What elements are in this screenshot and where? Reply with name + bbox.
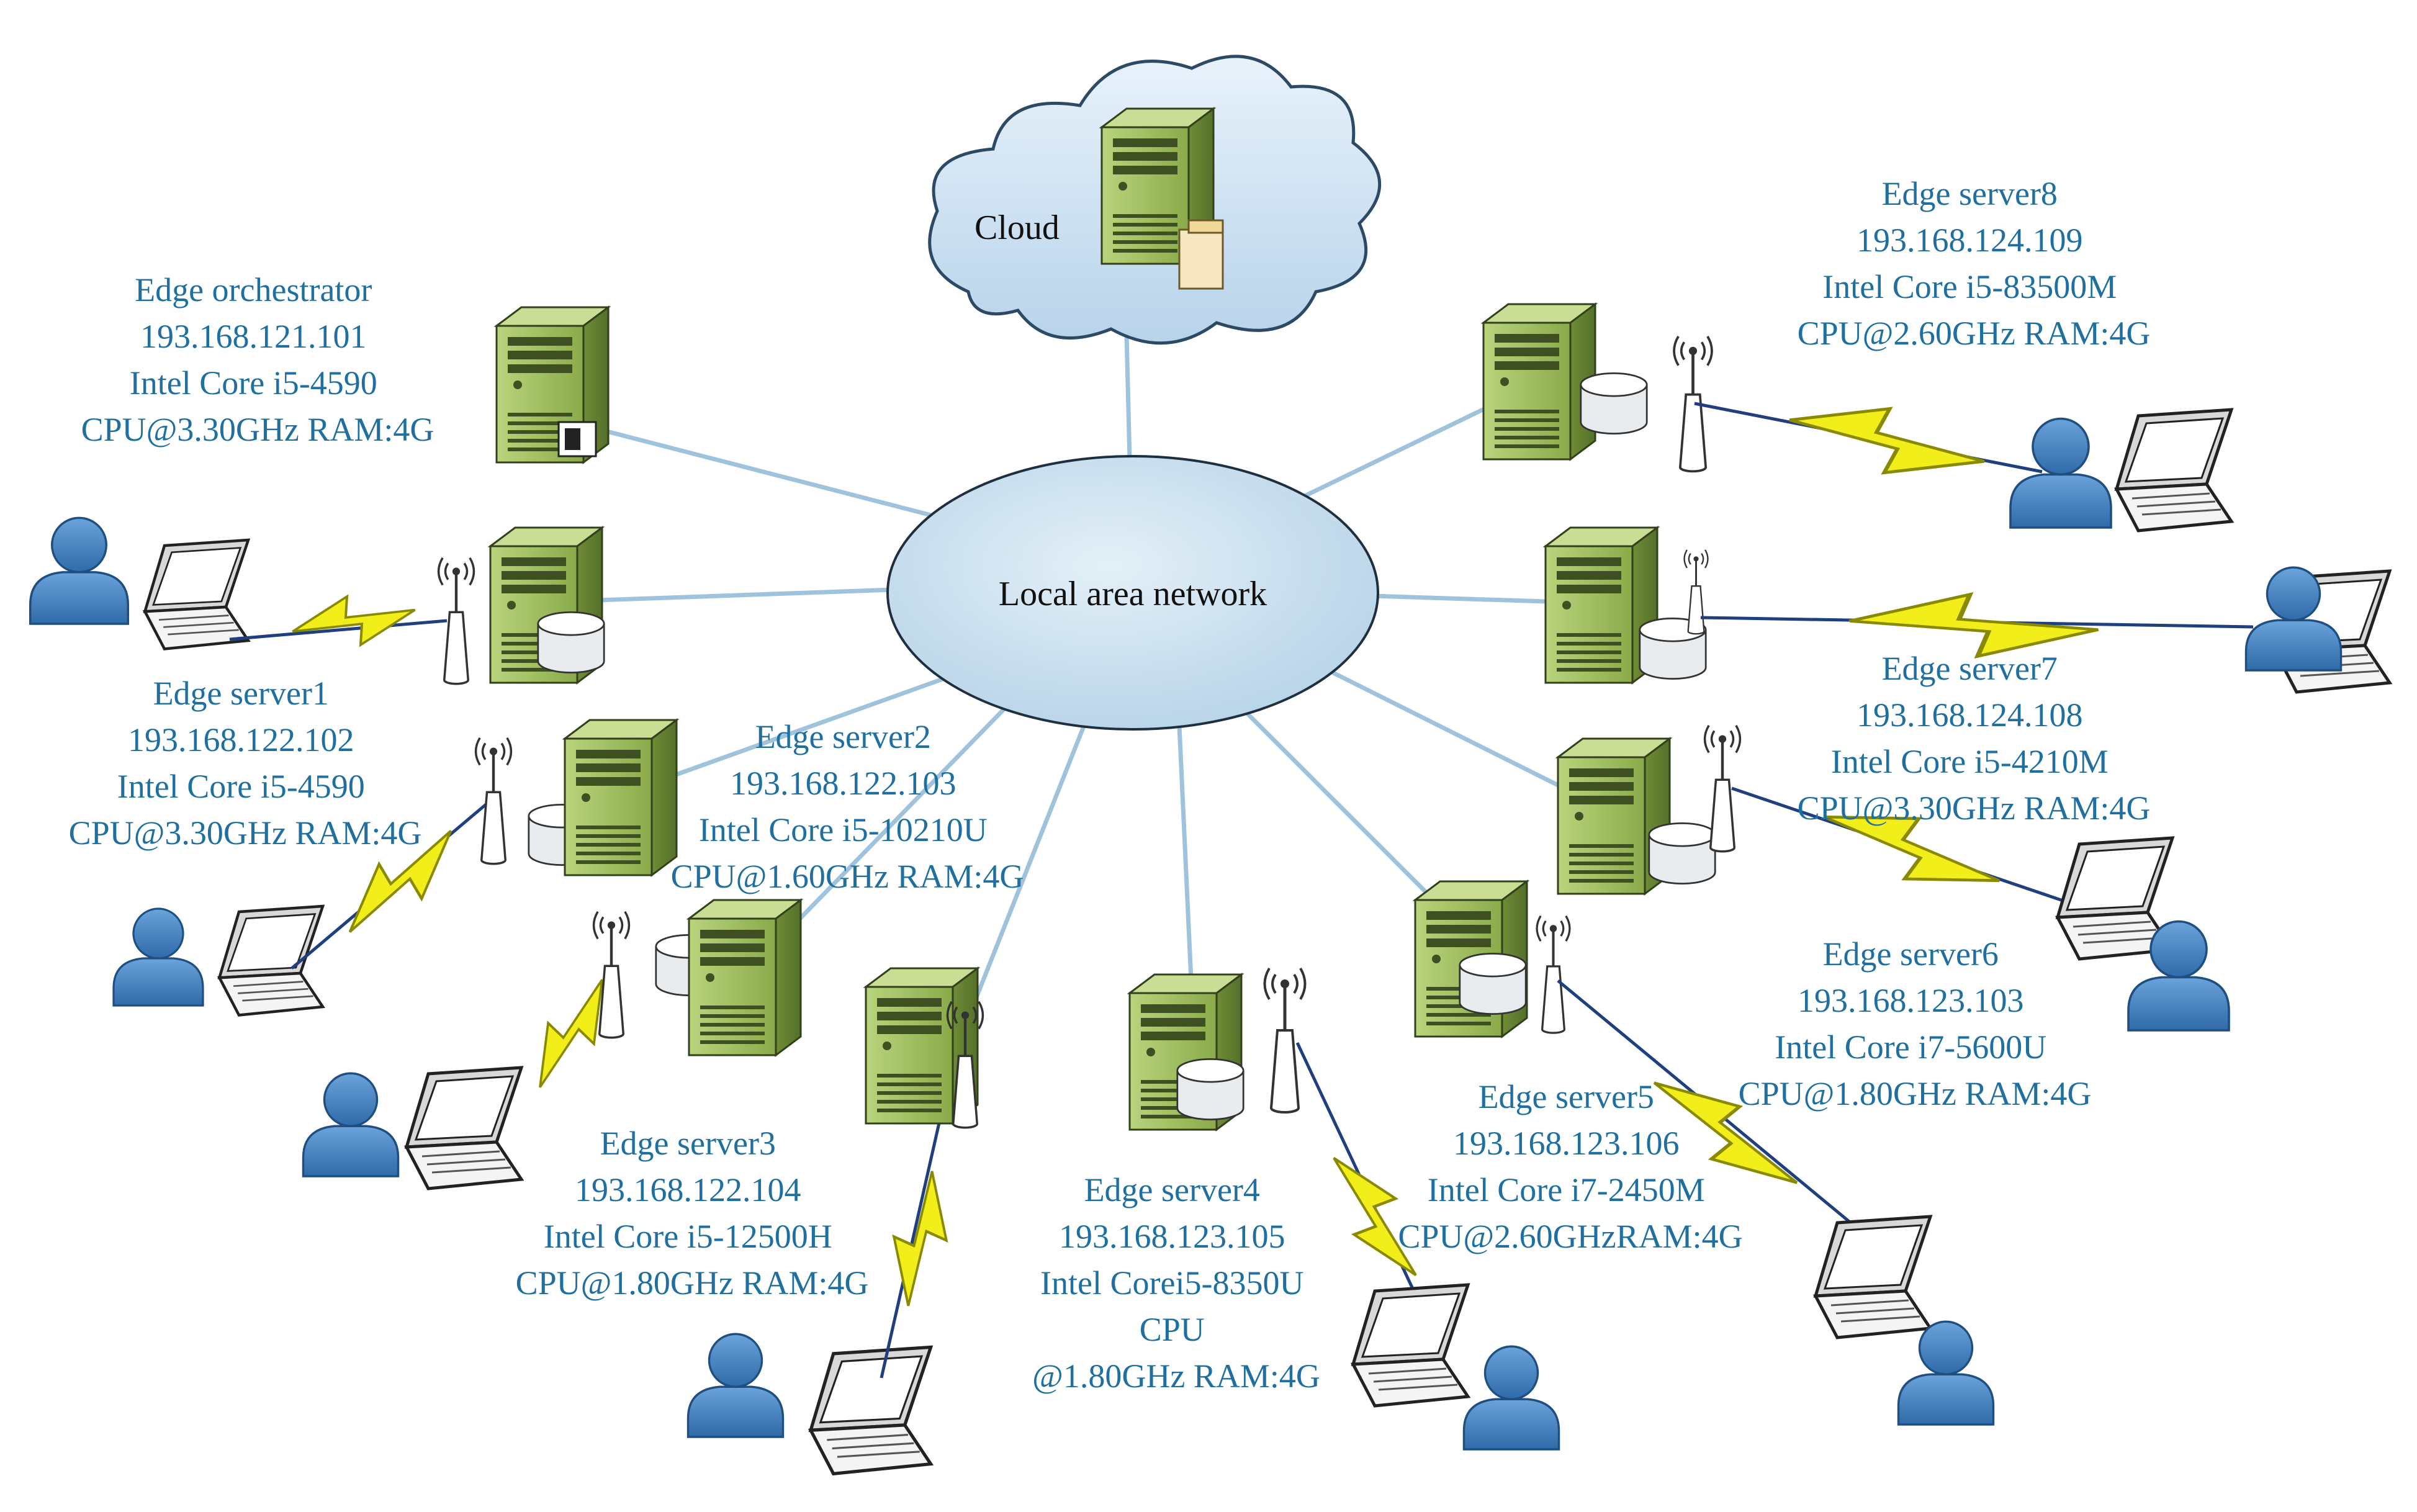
server5-spec: CPU@2.60GHzRAM:4G [1398,1218,1742,1255]
server4-text: Edge server4 193.168.123.105 Intel Corei… [1032,1171,1320,1395]
server7-ip: 193.168.124.108 [1857,696,2083,734]
laptop-icon [220,906,323,1015]
server-icon [688,899,802,1056]
server7-text: Edge server7 193.168.124.108 Intel Core … [1798,650,2151,827]
database-icon [537,611,605,674]
server5-ip: 193.168.123.106 [1453,1125,1680,1162]
server3-ip: 193.168.122.104 [575,1171,801,1208]
server1-cpu: Intel Core i5-4590 [117,768,365,805]
server4-cpu: Intel Corei5-8350U [1040,1264,1303,1302]
edge-server-4: Edge server4 193.168.123.105 Intel Corei… [686,967,1320,1474]
server1-ip: 193.168.122.102 [128,721,354,758]
laptop-icon [407,1068,521,1189]
laptop-icon [145,540,249,649]
server6-ip: 193.168.123.103 [1798,982,2024,1019]
server8-ip: 193.168.124.109 [1857,222,2083,259]
laptop-icon [1353,1285,1468,1406]
edge-orchestrator: Edge orchestrator 193.168.121.101 Intel … [81,271,610,464]
server6-spec: CPU@1.80GHz RAM:4G [1739,1075,2092,1112]
server7-spec: CPU@3.30GHz RAM:4G [1798,790,2151,827]
server1-name: Edge server1 [153,675,329,712]
orchestrator-text: Edge orchestrator 193.168.121.101 Intel … [81,271,434,448]
edge-server-3: Edge server3 193.168.122.104 Intel Core … [302,899,869,1302]
user-icon [686,1333,785,1438]
edge-server-6: Edge server6 193.168.123.103 Intel Core … [1414,880,2092,1426]
edge-server-5: Edge server5 193.168.123.106 Intel Core … [1128,968,1743,1451]
user-icon [112,907,204,1007]
server8-name: Edge server8 [1882,175,2058,212]
server7-name: Edge server7 [1882,650,2058,687]
antenna-icon [1265,968,1305,1112]
edge-server-2: Edge server2 193.168.122.103 Intel Core … [112,718,1024,1015]
local-area-network: Local area network [886,455,1379,731]
server5-cpu: Intel Core i7-2450M [1428,1171,1705,1208]
user-icon [2009,417,2112,529]
server3-text: Edge server3 193.168.122.104 Intel Core … [516,1125,869,1302]
edge-server-7: Edge server7 193.168.124.108 Intel Core … [1557,650,2230,1032]
server2-ip: 193.168.122.103 [730,765,956,802]
server2-text: Edge server2 193.168.122.103 Intel Core … [671,718,1024,895]
server3-cpu: Intel Core i5-12500H [544,1218,832,1255]
server1-text: Edge server1 193.168.122.102 Intel Core … [69,675,422,852]
database-icon [1176,1058,1245,1121]
orchestrator-name: Edge orchestrator [135,271,372,308]
orchestrator-spec: CPU@3.30GHz RAM:4G [81,411,434,448]
database-icon [1580,372,1648,435]
orchestrator-ip: 193.168.121.101 [140,318,367,355]
server4-spec-a: CPU [1140,1311,1205,1348]
wireless-link-icon [1312,1143,1438,1291]
laptop-icon [811,1347,930,1474]
database-icon [1459,952,1527,1015]
lan-links [546,335,1615,1019]
user-icon [1462,1345,1560,1451]
server6-text: Edge server6 193.168.123.103 Intel Core … [1739,935,2092,1112]
hub-label: Local area network [999,575,1267,613]
user-icon [29,516,129,625]
laptop-icon [1816,1217,1930,1338]
wireless-link-icon [1783,389,1991,493]
server4-name: Edge server4 [1084,1171,1260,1208]
server3-spec: CPU@1.80GHz RAM:4G [516,1264,869,1302]
edge-server-mid-right [1544,526,2390,692]
orchestrator-cpu: Intel Core i5-4590 [130,364,377,402]
server-icon [1482,303,1596,461]
database-icon [1648,822,1716,885]
folder-icon [1178,219,1224,290]
antenna-icon [1537,916,1570,1033]
server-icon [564,719,678,876]
printer-icon [557,421,597,457]
server2-spec: CPU@1.60GHz RAM:4G [671,858,1024,895]
antenna-icon [594,912,629,1038]
edge-server-1: Edge server1 193.168.122.102 Intel Core … [29,516,605,852]
user-icon [1897,1320,1995,1426]
cloud: Cloud [928,55,1381,345]
server8-spec: CPU@2.60GHz RAM:4G [1798,315,2151,352]
server5-text: Edge server5 193.168.123.106 Intel Core … [1398,1078,1742,1255]
wireless-link-icon [883,1167,958,1310]
server7-cpu: Intel Core i5-4210M [1831,743,2109,780]
user-icon [302,1072,400,1177]
server2-cpu: Intel Core i5-10210U [699,811,988,848]
server5-name: Edge server5 [1479,1078,1654,1115]
edge-server-8: Edge server8 193.168.124.109 Intel Core … [1482,175,2231,531]
server2-name: Edge server2 [755,718,931,755]
wireless-link-icon [287,583,421,658]
antenna-icon [476,738,511,864]
laptop-icon [2117,410,2231,531]
server6-name: Edge server6 [1823,935,1999,973]
server4-spec-b: @1.80GHz RAM:4G [1032,1357,1320,1395]
antenna-icon [1674,336,1712,472]
server3-name: Edge server3 [600,1125,776,1162]
cloud-label: Cloud [974,209,1060,247]
server4-ip: 193.168.123.105 [1059,1218,1285,1255]
server8-cpu: Intel Core i5-83500M [1822,268,2117,305]
server1-spec: CPU@3.30GHz RAM:4G [69,814,422,852]
server8-text: Edge server8 193.168.124.109 Intel Core … [1798,175,2151,352]
server6-cpu: Intel Core i7-5600U [1775,1028,2046,1066]
